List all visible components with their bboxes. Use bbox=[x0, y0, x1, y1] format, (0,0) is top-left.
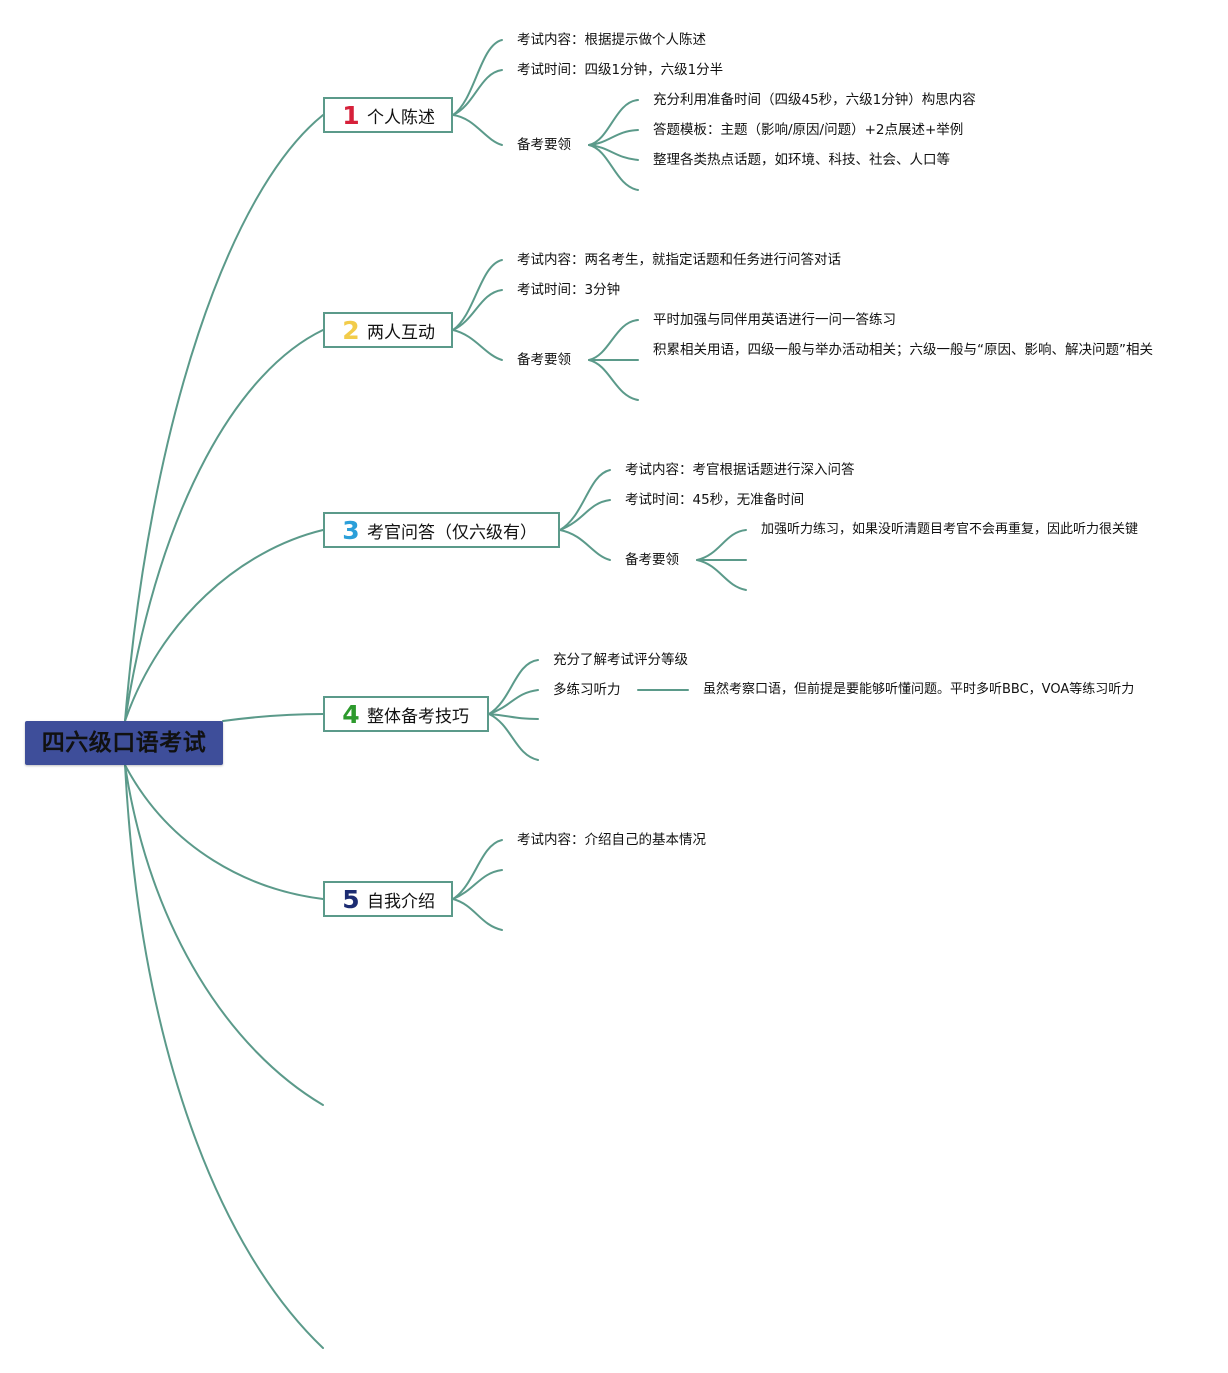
edge-root-branch-5 bbox=[124, 764, 324, 900]
edge-root-empty-6 bbox=[124, 764, 324, 1106]
number-5-icon: 5 bbox=[342, 884, 360, 914]
edge-b2-prep-1 bbox=[588, 319, 639, 361]
edge-b1-time bbox=[452, 69, 503, 116]
edge-b3-time bbox=[559, 499, 611, 531]
b2-prep-item-2[interactable]: 积累相关用语，四级一般与举办活动相关；六级一般与“原因、影响、解决问题”相关 bbox=[653, 342, 1153, 358]
edge-b3-content bbox=[559, 469, 611, 531]
edge-b2-content bbox=[452, 259, 503, 331]
b1-exam-content[interactable]: 考试内容：根据提示做个人陈述 bbox=[517, 32, 706, 48]
edge-b3-prep-1 bbox=[696, 529, 747, 561]
number-2-icon: 2 bbox=[342, 315, 360, 345]
b1-prep-item-1[interactable]: 充分利用准备时间（四级45秒，六级1分钟）构思内容 bbox=[653, 92, 976, 108]
b2-prep-label[interactable]: 备考要领 bbox=[517, 352, 571, 368]
edge-root-branch-2 bbox=[124, 329, 324, 722]
b3-prep-item-1[interactable]: 加强听力练习，如果没听清题目考官不会再重复，因此听力很关键 bbox=[761, 522, 1139, 537]
branch-two-person-interaction[interactable]: 2 两人互动 bbox=[323, 312, 453, 348]
branch-label: 两人互动 bbox=[367, 322, 435, 343]
branch-label: 个人陈述 bbox=[367, 107, 435, 128]
b3-exam-time[interactable]: 考试时间：45秒，无准备时间 bbox=[625, 492, 805, 508]
edge-b3-prep bbox=[559, 529, 611, 561]
b2-prep-item-1[interactable]: 平时加强与同伴用英语进行一问一答练习 bbox=[653, 312, 896, 328]
b4-tip-listening[interactable]: 多练习听力 bbox=[553, 682, 621, 698]
branch-label: 考官问答（仅六级有） bbox=[367, 522, 537, 543]
b3-prep-label[interactable]: 备考要领 bbox=[625, 552, 679, 568]
edge-b4-3 bbox=[488, 713, 539, 720]
b1-prep-item-3[interactable]: 整理各类热点话题，如环境、科技、社会、人口等 bbox=[653, 152, 950, 168]
edge-b2-time bbox=[452, 289, 503, 331]
branch-overall-tips[interactable]: 4 整体备考技巧 bbox=[323, 696, 489, 732]
b4-tip-scoring[interactable]: 充分了解考试评分等级 bbox=[553, 652, 688, 668]
b2-exam-time[interactable]: 考试时间：3分钟 bbox=[517, 282, 621, 298]
b5-exam-content[interactable]: 考试内容：介绍自己的基本情况 bbox=[517, 832, 706, 848]
b1-exam-time[interactable]: 考试时间：四级1分钟，六级1分半 bbox=[517, 62, 724, 78]
edge-b4-tip2 bbox=[488, 689, 539, 715]
edge-b5-3 bbox=[452, 898, 503, 931]
branch-examiner-qa[interactable]: 3 考官问答（仅六级有） bbox=[323, 512, 560, 548]
number-1-icon: 1 bbox=[342, 100, 360, 130]
edge-b5-2 bbox=[452, 869, 503, 900]
edge-root-branch-4 bbox=[222, 713, 324, 722]
b1-prep-label[interactable]: 备考要领 bbox=[517, 137, 571, 153]
branch-label: 自我介绍 bbox=[367, 891, 435, 912]
b3-exam-content[interactable]: 考试内容：考官根据话题进行深入问答 bbox=[625, 462, 855, 478]
edge-b1-prep bbox=[452, 114, 503, 146]
edge-b2-prep bbox=[452, 329, 503, 361]
edge-b1-content bbox=[452, 39, 503, 116]
edge-b1-prep-1 bbox=[588, 99, 639, 146]
edge-b5-content bbox=[452, 839, 503, 900]
branch-self-introduction[interactable]: 5 自我介绍 bbox=[323, 881, 453, 917]
b4-tip-listening-detail[interactable]: 虽然考察口语，但前提是要能够听懂问题。平时多听BBC，VOA等练习听力 bbox=[703, 682, 1135, 697]
edge-root-branch-3 bbox=[124, 529, 324, 722]
number-4-icon: 4 bbox=[342, 699, 360, 729]
number-3-icon: 3 bbox=[342, 515, 360, 545]
edge-root-branch-1 bbox=[124, 114, 324, 722]
edge-root-empty-7 bbox=[124, 764, 324, 1349]
branch-personal-statement[interactable]: 1 个人陈述 bbox=[323, 97, 453, 133]
b2-exam-content[interactable]: 考试内容：两名考生，就指定话题和任务进行问答对话 bbox=[517, 252, 841, 268]
edge-b3-prep-3 bbox=[696, 559, 747, 591]
edge-b4-tip1 bbox=[488, 659, 539, 715]
edge-b2-prep-3 bbox=[588, 359, 639, 401]
edge-b1-prep-2 bbox=[588, 129, 639, 146]
edge-b4-4 bbox=[488, 713, 539, 761]
edge-b1-prep-4 bbox=[588, 144, 639, 191]
branch-label: 整体备考技巧 bbox=[367, 706, 469, 727]
root-topic[interactable]: 四六级口语考试 bbox=[25, 721, 223, 765]
b1-prep-item-2[interactable]: 答题模板：主题（影响/原因/问题）+2点展述+举例 bbox=[653, 122, 964, 138]
